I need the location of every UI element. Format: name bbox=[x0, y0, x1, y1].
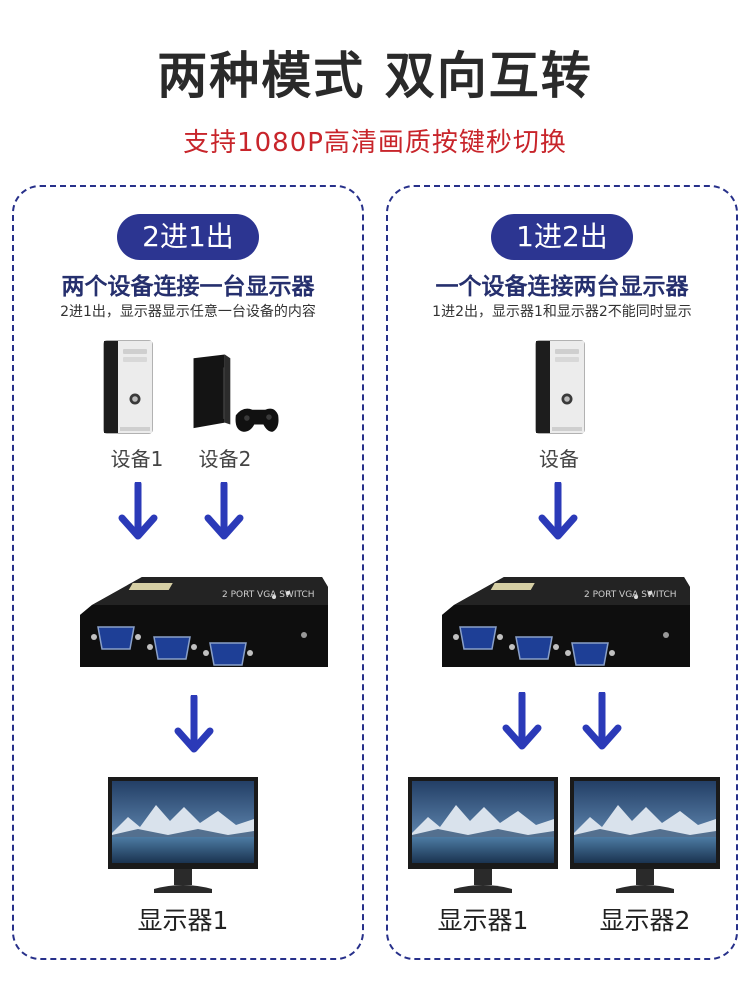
desktop-tower-icon bbox=[100, 337, 156, 437]
vga-switch-box-icon bbox=[434, 567, 694, 687]
game-console-icon bbox=[186, 349, 282, 441]
mode-note: 2进1出，显示器显示任意一台设备的内容 bbox=[60, 304, 316, 320]
arrow-down-icon bbox=[118, 482, 158, 542]
arrow-down-icon bbox=[174, 695, 214, 755]
mode-panel-2in1out: 2进1出 两个设备连接一台显示器 2进1出，显示器显示任意一台设备的内容 设备1… bbox=[12, 185, 364, 960]
mode-panel-1in2out: 1进2出 一个设备连接两台显示器 1进2出，显示器1和显示器2不能同时显示 设备… bbox=[386, 185, 738, 960]
mode-heading: 一个设备连接两台显示器 bbox=[435, 274, 689, 300]
mode-badge: 1进2出 bbox=[491, 214, 633, 260]
vga-switch-box-icon bbox=[72, 567, 332, 687]
monitor-label: 显示器2 bbox=[599, 906, 691, 935]
subline: 支持1080P高清画质按键秒切换 bbox=[183, 128, 567, 158]
monitor-icon bbox=[408, 777, 558, 895]
monitor-icon bbox=[570, 777, 720, 895]
arrow-down-icon bbox=[204, 482, 244, 542]
device-label: 设备1 bbox=[110, 447, 164, 471]
monitor-label: 显示器1 bbox=[137, 906, 229, 935]
monitor-icon bbox=[108, 777, 258, 895]
device-label: 设备 bbox=[539, 447, 579, 471]
desktop-tower-icon bbox=[532, 337, 588, 437]
headline: 两种模式 双向互转 bbox=[157, 47, 593, 105]
arrow-down-icon bbox=[538, 482, 578, 542]
mode-badge: 2进1出 bbox=[117, 214, 259, 260]
mode-note: 1进2出，显示器1和显示器2不能同时显示 bbox=[432, 304, 692, 320]
mode-heading: 两个设备连接一台显示器 bbox=[61, 274, 315, 300]
arrow-down-icon bbox=[582, 692, 622, 752]
arrow-down-icon bbox=[502, 692, 542, 752]
device-label: 设备2 bbox=[198, 447, 252, 471]
monitor-label: 显示器1 bbox=[437, 906, 529, 935]
